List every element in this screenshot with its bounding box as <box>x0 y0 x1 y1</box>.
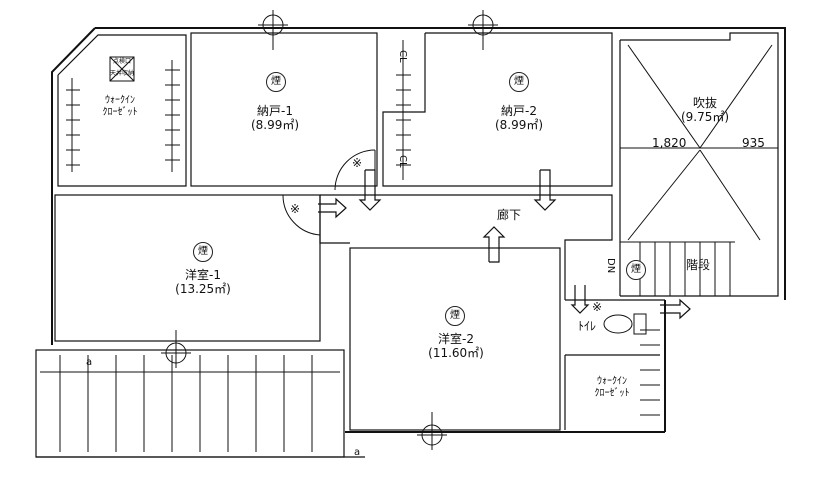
balcony-mark-a: a <box>86 357 93 368</box>
stairs-label: 階段 <box>686 258 711 272</box>
dimension-1820: 1,820 <box>652 136 687 150</box>
note-mark-left: ※ <box>290 202 301 216</box>
youshitsu1-name: 洋室-1 <box>185 268 221 282</box>
toilet-fixture <box>603 313 647 335</box>
outer-walls <box>51 27 786 433</box>
void-label: 吹抜 (9.75㎡) <box>670 96 740 124</box>
western-room-2-label: 洋室-2 (11.60㎡) <box>418 332 494 360</box>
cl-mark-upper: CL <box>397 50 408 63</box>
cl-mark-lower: CL <box>397 155 408 168</box>
interior-walls <box>35 32 779 458</box>
closet-shelving <box>66 40 660 416</box>
ceiling-hatch-box <box>109 56 135 82</box>
youshitsu1-area: (13.25㎡) <box>175 282 231 296</box>
nando2-name: 納戸-2 <box>501 104 537 118</box>
balcony-mark-a-corner: a <box>354 447 361 458</box>
stairs <box>620 241 735 296</box>
nando2-area: (8.99㎡) <box>494 118 544 132</box>
youshitsu2-area: (11.60㎡) <box>428 346 484 360</box>
western-room-1-label: 洋室-1 (13.25㎡) <box>165 268 241 296</box>
note-mark-upper: ※ <box>352 156 363 170</box>
note-mark-toilet: ※ <box>592 300 603 314</box>
nando1-area: (8.99㎡) <box>250 118 300 132</box>
hallway-label: 廊下 <box>497 208 522 222</box>
ventilation-fans <box>161 10 498 450</box>
closet1-line1: ｳｫｰｸｲﾝ <box>105 95 135 106</box>
smoke-detector-icon: 煙 <box>626 260 646 280</box>
door-swings <box>282 149 376 236</box>
walk-in-closet-1-label: ｳｫｰｸｲﾝ ｸﾛｰｾﾞｯﾄ <box>90 95 150 119</box>
storage-room-2-label: 納戸-2 (8.99㎡) <box>484 104 554 132</box>
down-mark: DN <box>605 258 616 274</box>
fukinuke-name: 吹抜 <box>692 96 717 110</box>
smoke-detector-icon: 煙 <box>266 72 286 92</box>
smoke-detector-icon: 煙 <box>445 306 465 326</box>
smoke-detector-icon: 煙 <box>509 72 529 92</box>
fukinuke-area: (9.75㎡) <box>680 110 730 124</box>
walk-in-closet-2-label: ｳｫｰｸｲﾝ ｸﾛｰｾﾞｯﾄ <box>580 376 644 400</box>
closet2-line2: ｸﾛｰｾﾞｯﾄ <box>594 388 630 399</box>
storage-room-1-label: 納戸-1 (8.99㎡) <box>240 104 310 132</box>
nando1-name: 納戸-1 <box>257 104 293 118</box>
toilet-label: ﾄｲﾚ <box>578 319 597 333</box>
balcony-louvers <box>40 355 340 452</box>
dimension-935: 935 <box>742 136 765 150</box>
smoke-detector-icon: 煙 <box>193 242 213 262</box>
hatch-label-2: 天井収納 <box>110 70 135 77</box>
hatch-label-1: 点検口 <box>112 58 131 65</box>
youshitsu2-name: 洋室-2 <box>438 332 474 346</box>
closet1-line2: ｸﾛｰｾﾞｯﾄ <box>102 107 138 118</box>
direction-arrows <box>318 169 691 320</box>
closet2-line1: ｳｫｰｸｲﾝ <box>597 376 627 387</box>
void-diagonals <box>620 44 778 241</box>
